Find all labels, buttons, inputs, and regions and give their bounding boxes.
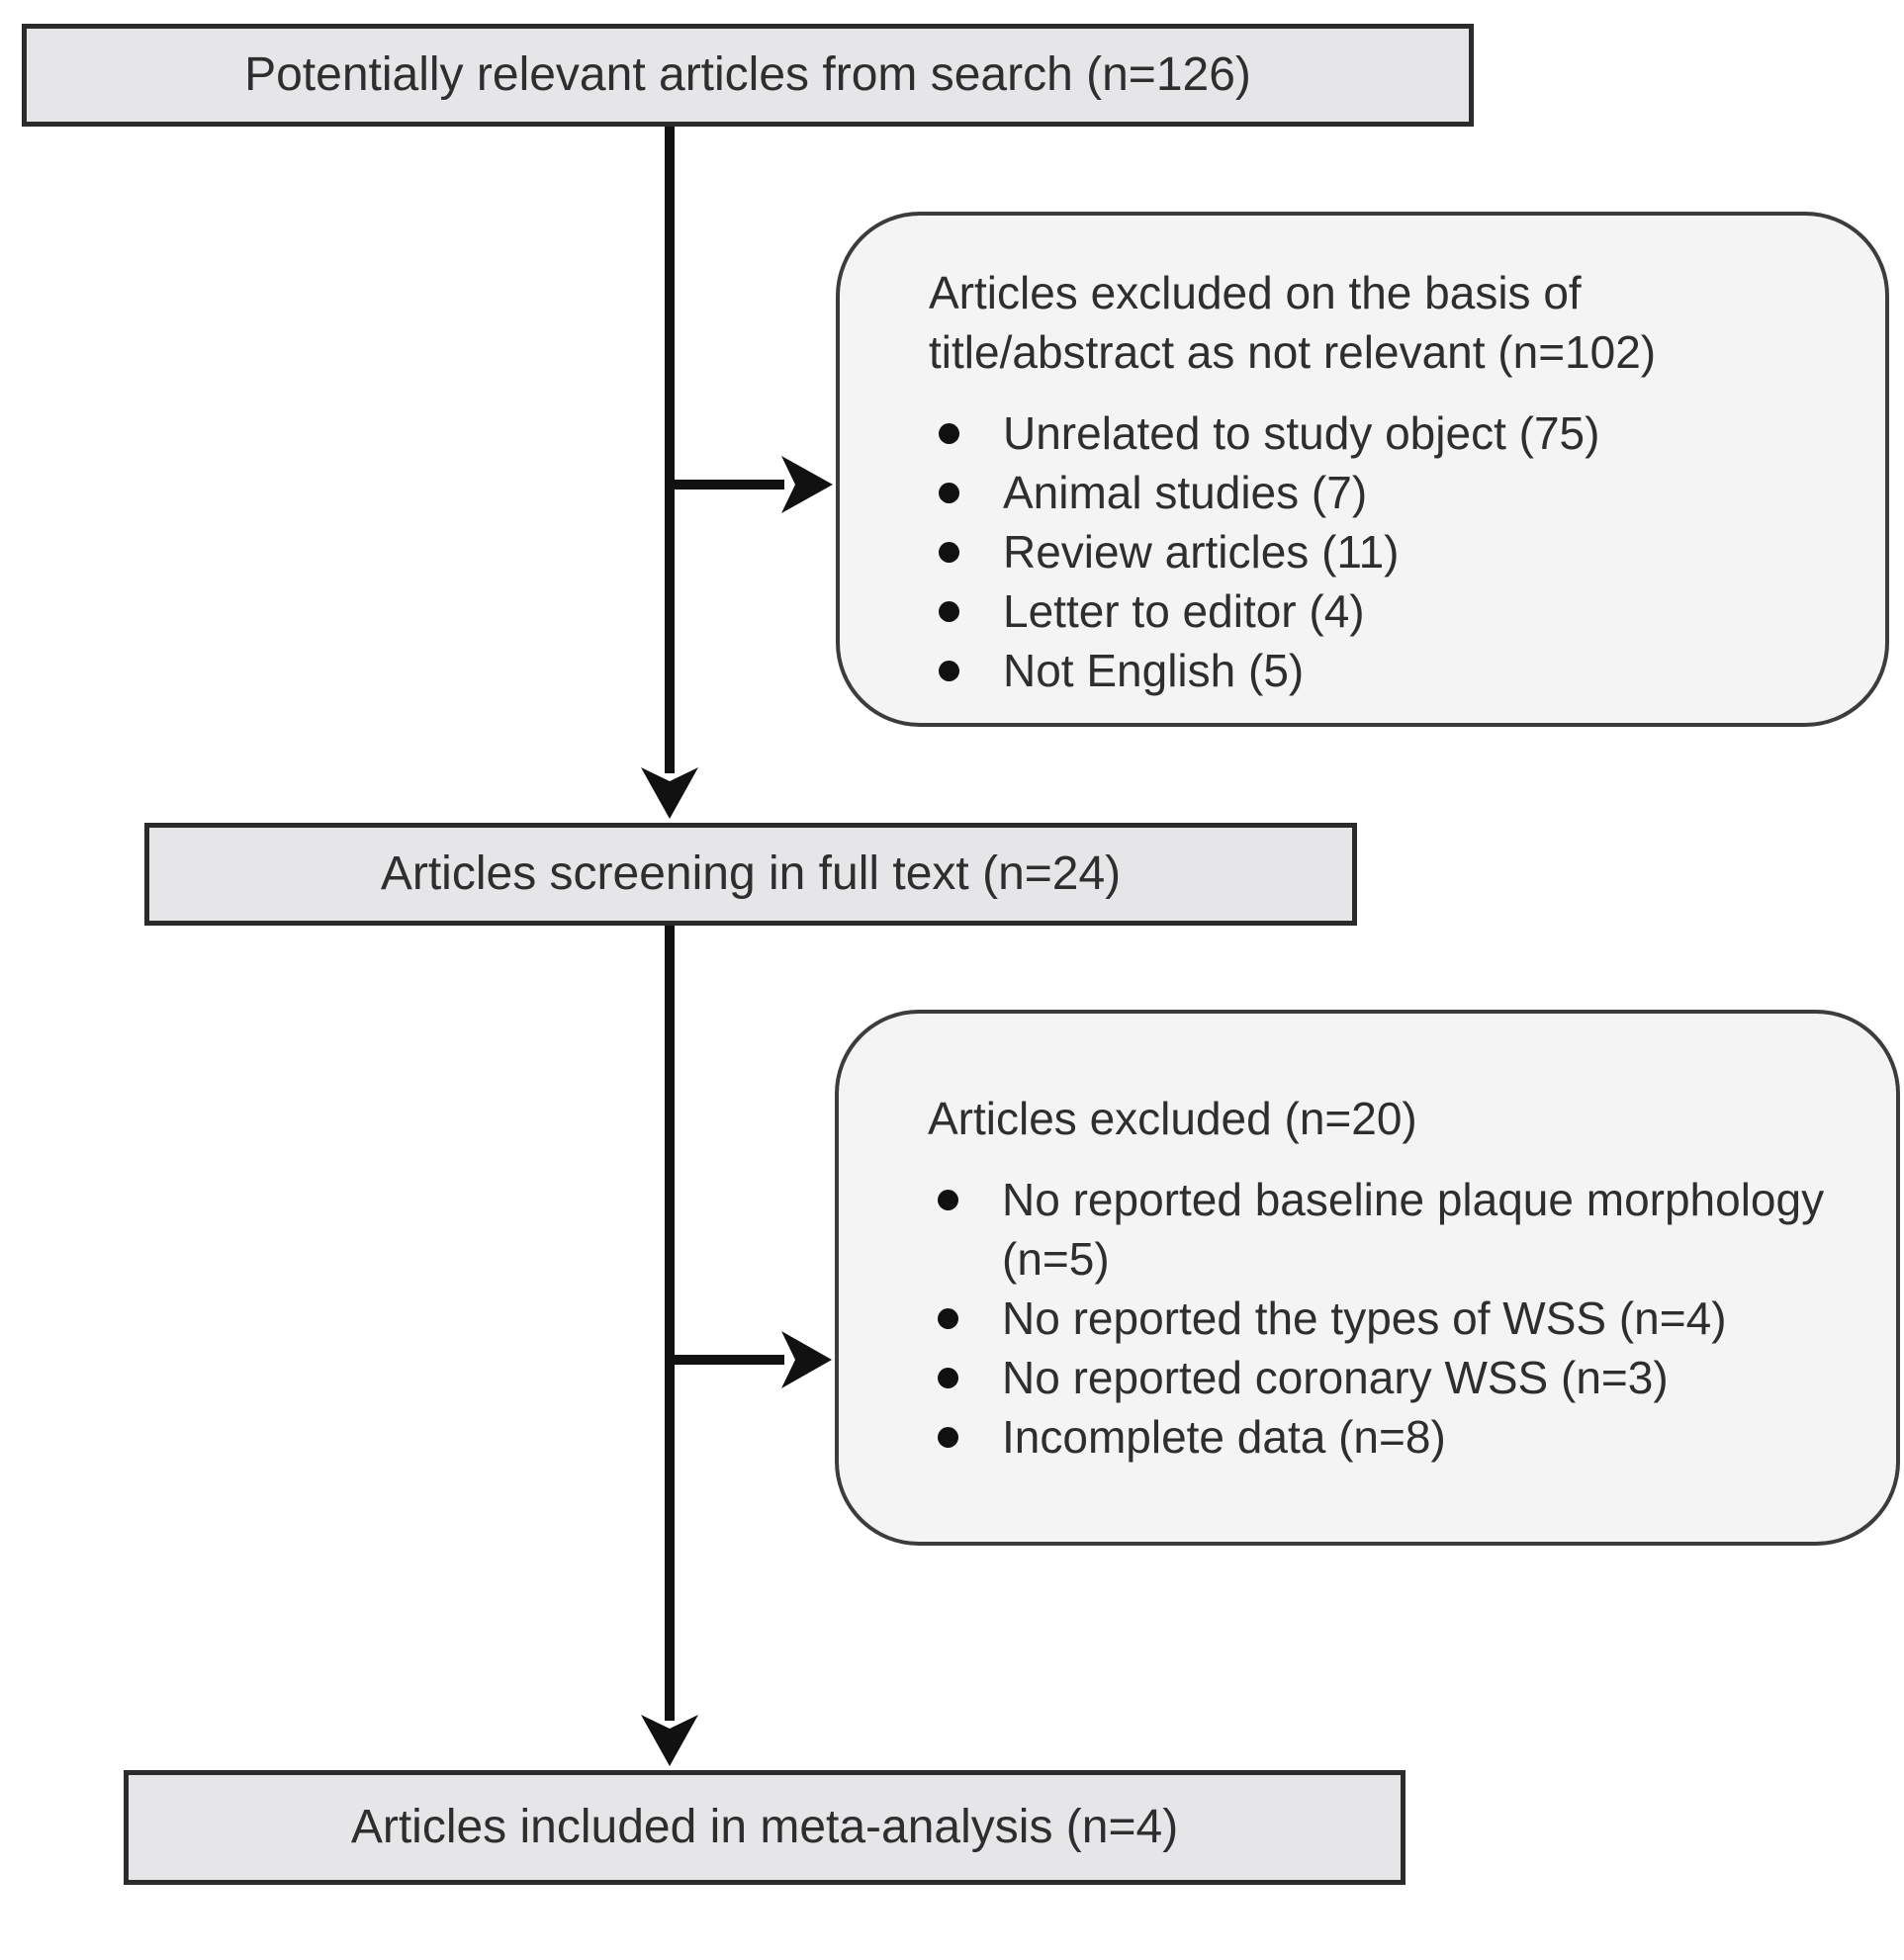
exclusion-reason-item: Animal studies (7) bbox=[929, 463, 1831, 522]
box-included-meta-analysis: Articles included in meta-analysis (n=4) bbox=[124, 1770, 1405, 1885]
arrow-screening-to-included bbox=[641, 926, 698, 1766]
box-label: Articles screening in full text (n=24) bbox=[380, 847, 1122, 901]
arrow-head-right-icon bbox=[781, 1331, 832, 1388]
arrow-head-right-icon bbox=[781, 456, 833, 513]
exclusion-reason-item: No reported baseline plaque morphology (… bbox=[928, 1170, 1857, 1289]
exclusion-reason-list: No reported baseline plaque morphology (… bbox=[928, 1170, 1857, 1467]
exclusion-reason-item: Not English (5) bbox=[929, 641, 1831, 700]
exclusion-reason-item: Unrelated to study object (75) bbox=[929, 403, 1831, 463]
exclusion-title-line: Articles excluded on the basis of bbox=[929, 267, 1582, 318]
box-excluded-full-text: Articles excluded (n=20) No reported bas… bbox=[835, 1010, 1900, 1546]
arrow-head-down-icon bbox=[641, 767, 698, 819]
arrow-branch-to-exclusion-1 bbox=[665, 456, 833, 513]
exclusion-reason-item: No reported coronary WSS (n=3) bbox=[928, 1348, 1857, 1407]
box-label: Articles included in meta-analysis (n=4) bbox=[350, 1801, 1179, 1854]
exclusion-title: Articles excluded (n=20) bbox=[928, 1093, 1417, 1144]
exclusion-reason-item: Letter to editor (4) bbox=[929, 581, 1831, 641]
exclusion-reason-item: Review articles (11) bbox=[929, 522, 1831, 581]
exclusion-reason-list: Unrelated to study object (75)Animal stu… bbox=[929, 403, 1831, 700]
box-full-text-screening: Articles screening in full text (n=24) bbox=[144, 823, 1357, 926]
arrow-search-to-screening bbox=[641, 127, 698, 819]
exclusion-reason-item: No reported the types of WSS (n=4) bbox=[928, 1289, 1857, 1348]
arrow-head-down-icon bbox=[641, 1715, 698, 1766]
box-potentially-relevant-articles: Potentially relevant articles from searc… bbox=[22, 24, 1474, 127]
box-excluded-title-abstract: Articles excluded on the basis of title/a… bbox=[836, 212, 1889, 727]
exclusion-title: Articles excluded on the basis of title/a… bbox=[929, 263, 1831, 382]
exclusion-title-line: title/abstract as not relevant (n=102) bbox=[929, 326, 1657, 378]
box-label: Potentially relevant articles from searc… bbox=[244, 48, 1251, 102]
arrow-branch-to-exclusion-2 bbox=[665, 1331, 832, 1388]
exclusion-reason-item: Incomplete data (n=8) bbox=[928, 1407, 1857, 1467]
